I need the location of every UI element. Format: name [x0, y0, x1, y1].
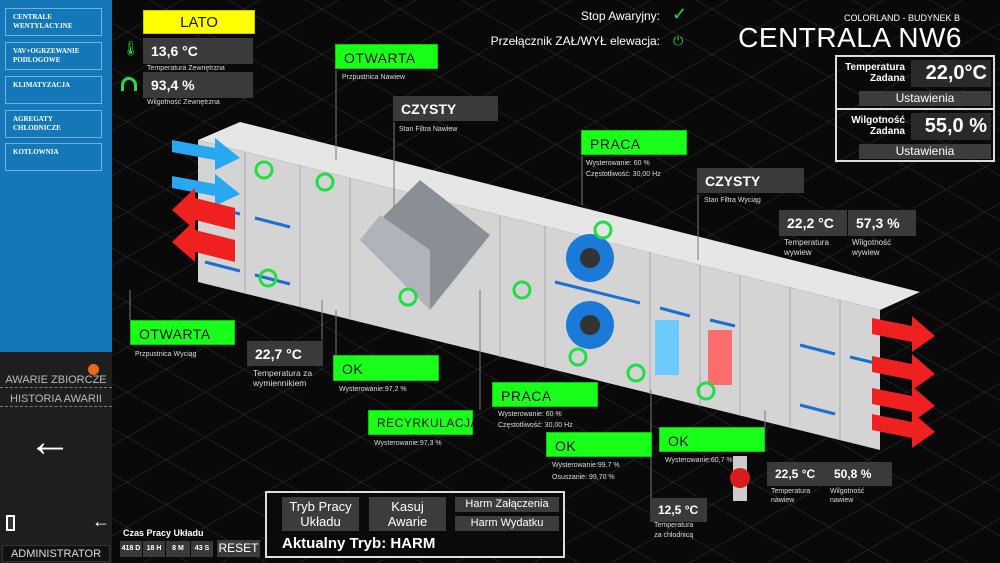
exhaust-temp-value: 22,2 °C [779, 210, 847, 236]
cooler-line1: Wysterowanie:99,7 % [552, 462, 620, 469]
fan-supply-line2: Częstotliwość: 30,00 Hz [498, 422, 573, 429]
supply-hum-label-2: nawiew [830, 497, 854, 504]
supply-temp-label-1: Temperatura [771, 488, 811, 495]
sidebar-nav: CENTRALE WENTYLACYJNE VAV+OGRZEWANIE POD… [0, 0, 112, 352]
heating-coil [708, 330, 732, 385]
runtime-reset-button[interactable]: RESET [217, 540, 260, 557]
hum-settings-button[interactable]: Ustawienia [859, 144, 991, 159]
supply-hum-value: 50,8 % [826, 462, 892, 486]
heater-label: Wysterowanie:60,7 % [665, 457, 733, 464]
ahu-top-face [198, 122, 920, 310]
schedule-flow-button[interactable]: Harm Wydatku [455, 516, 559, 531]
small-back-arrow-icon[interactable]: ← [92, 511, 110, 531]
runtime-seconds: 43 S [191, 541, 213, 557]
recirc-status: RECYRKULACJA [368, 410, 479, 435]
user-label[interactable]: ADMINISTRATOR [2, 545, 110, 562]
cooler-temp-label-1: Temperatura [654, 522, 694, 529]
supply-hum-label-1: Wilgotność [830, 488, 865, 495]
hum-setpoint-label-1: Wilgotność [851, 115, 905, 126]
site-name: COLORLAND - BUDYNEK B [843, 13, 960, 23]
cooler-temp-value: 12,5 °C [650, 498, 707, 522]
supply-temp-label-2: nawiew [771, 497, 795, 504]
recirc-label: Wysterowanie:97,3 % [374, 440, 442, 447]
filter-supply-label: Stan Filtra Nawiew [399, 126, 458, 133]
logout-door-icon[interactable] [6, 515, 15, 531]
exhaust-temp-label-1: Temperatura [784, 238, 829, 247]
filter-supply-status: CZYSTY [393, 96, 498, 121]
heater-status: OK [659, 427, 765, 452]
alarms-button[interactable]: AWARIE ZBIORCZE [0, 374, 112, 388]
schedule-on-button[interactable]: Harm Załączenia [455, 497, 559, 512]
hx-status: OK [333, 355, 439, 381]
hx-label: Wysterowanie:97,2 % [339, 386, 407, 393]
intake-arrows-blue [172, 138, 240, 206]
hx-temp-label-1: Temperatura za [253, 368, 313, 378]
switch-label: Przełącznik ZAŁ/WYŁ elewacja: [490, 34, 660, 48]
status-ring-icons [254, 160, 716, 401]
outdoor-hum-value: 93,4 % [143, 72, 253, 98]
runtime-minutes: 8 M [166, 541, 190, 557]
hx-temp-value: 22,7 °C [247, 341, 323, 366]
current-mode: Aktualny Tryb: HARM [282, 535, 436, 552]
circulation-pump-icon [730, 456, 750, 501]
fan-exhaust-status: PRACA [581, 130, 687, 155]
cooling-coil [655, 320, 679, 375]
nav-centrale-wentylacyjne[interactable]: CENTRALE WENTYLACYJNE [5, 8, 102, 36]
runtime-days: 418 D [120, 541, 142, 557]
damper-exhaust-label: Przpustnica Wyciąg [135, 351, 197, 358]
cooler-status: OK [546, 432, 652, 457]
heat-exchanger-cube [360, 180, 490, 310]
hx-temp-label-2: wymiennikiem [253, 378, 307, 388]
alarm-icon [88, 364, 99, 375]
humidity-icon [121, 77, 137, 91]
hum-setpoint-value: 55,0 % [911, 113, 991, 140]
damper-supply-label: Przpustnica Nawiew [342, 74, 406, 81]
temp-setpoint-value: 22,0°C [911, 60, 991, 87]
back-arrow-icon[interactable]: ← [28, 417, 72, 466]
nav-vav-ogrzewanie[interactable]: VAV+OGRZEWANIE PODLOGOWE [5, 42, 102, 70]
damper-exhaust-status: OTWARTA [130, 320, 235, 345]
exhaust-hum-label-2: wywiew [852, 248, 880, 257]
cooler-line2: Osuszanie: 99,70 % [552, 474, 615, 481]
power-icon[interactable]: ⏻ [673, 33, 684, 48]
outdoor-hum-label: Wilgotność Zewnętrzna [147, 99, 220, 106]
exhaust-hum-value: 57,3 % [848, 210, 916, 236]
temp-setpoint-label-1: Temperatura [845, 62, 905, 73]
hum-setpoint-label-2: Zadana [869, 126, 905, 137]
callout-lines [129, 70, 766, 498]
outdoor-temp-label: Temperatura Zewnętrzna [147, 65, 225, 72]
damper-supply-status: OTWARTA [335, 44, 438, 69]
alarm-history-button[interactable]: HISTORIA AWARII [0, 393, 112, 407]
check-icon: ✓ [672, 4, 688, 24]
filter-exhaust-label: Stan Filtra Wyciąg [704, 197, 761, 204]
fan-supply-status: PRACA [492, 382, 598, 407]
nav-kotlownia[interactable]: KOTLOWNIA [5, 143, 102, 171]
exhaust-hum-label-1: Wilgotność [852, 238, 892, 247]
nav-agregaty[interactable]: AGREGATY CHLODNICZE [5, 110, 102, 138]
sidebar: CENTRALE WENTYLACYJNE VAV+OGRZEWANIE POD… [0, 0, 112, 563]
exhaust-temp-label-2: wywiew [784, 248, 812, 257]
supply-temp-value: 22,5 °C [767, 462, 833, 486]
ahu-section-dividers [244, 152, 841, 440]
outdoor-temp-value: 13,6 °C [143, 38, 253, 64]
exhaust-arrows-red [172, 188, 935, 448]
fan-supply-line1: Wysterowanie: 60 % [498, 411, 562, 418]
page-title: CENTRALA NW6 [738, 22, 962, 53]
nav-klimatyzacja[interactable]: KLIMATYZACJA [5, 76, 102, 104]
season-badge: LATO [143, 10, 255, 34]
runtime-label: Czas Pracy Układu [123, 528, 204, 538]
thermometer-icon: 🌡︎ [122, 40, 140, 56]
filter-exhaust-status: CZYSTY [697, 168, 804, 193]
stop-label: Stop Awaryjny: [580, 9, 660, 23]
temp-setpoint-label-2: Zadana [869, 73, 905, 84]
fan-exhaust-line1: Wysterowanie: 60 % [586, 160, 650, 167]
cooler-temp-label-2: za chłodnicą [654, 532, 694, 539]
fan-exhaust-line2: Częstotliwość: 30,00 Hz [586, 171, 661, 178]
temp-settings-button[interactable]: Ustawienia [859, 91, 991, 106]
runtime-hours: 18 H [143, 541, 165, 557]
